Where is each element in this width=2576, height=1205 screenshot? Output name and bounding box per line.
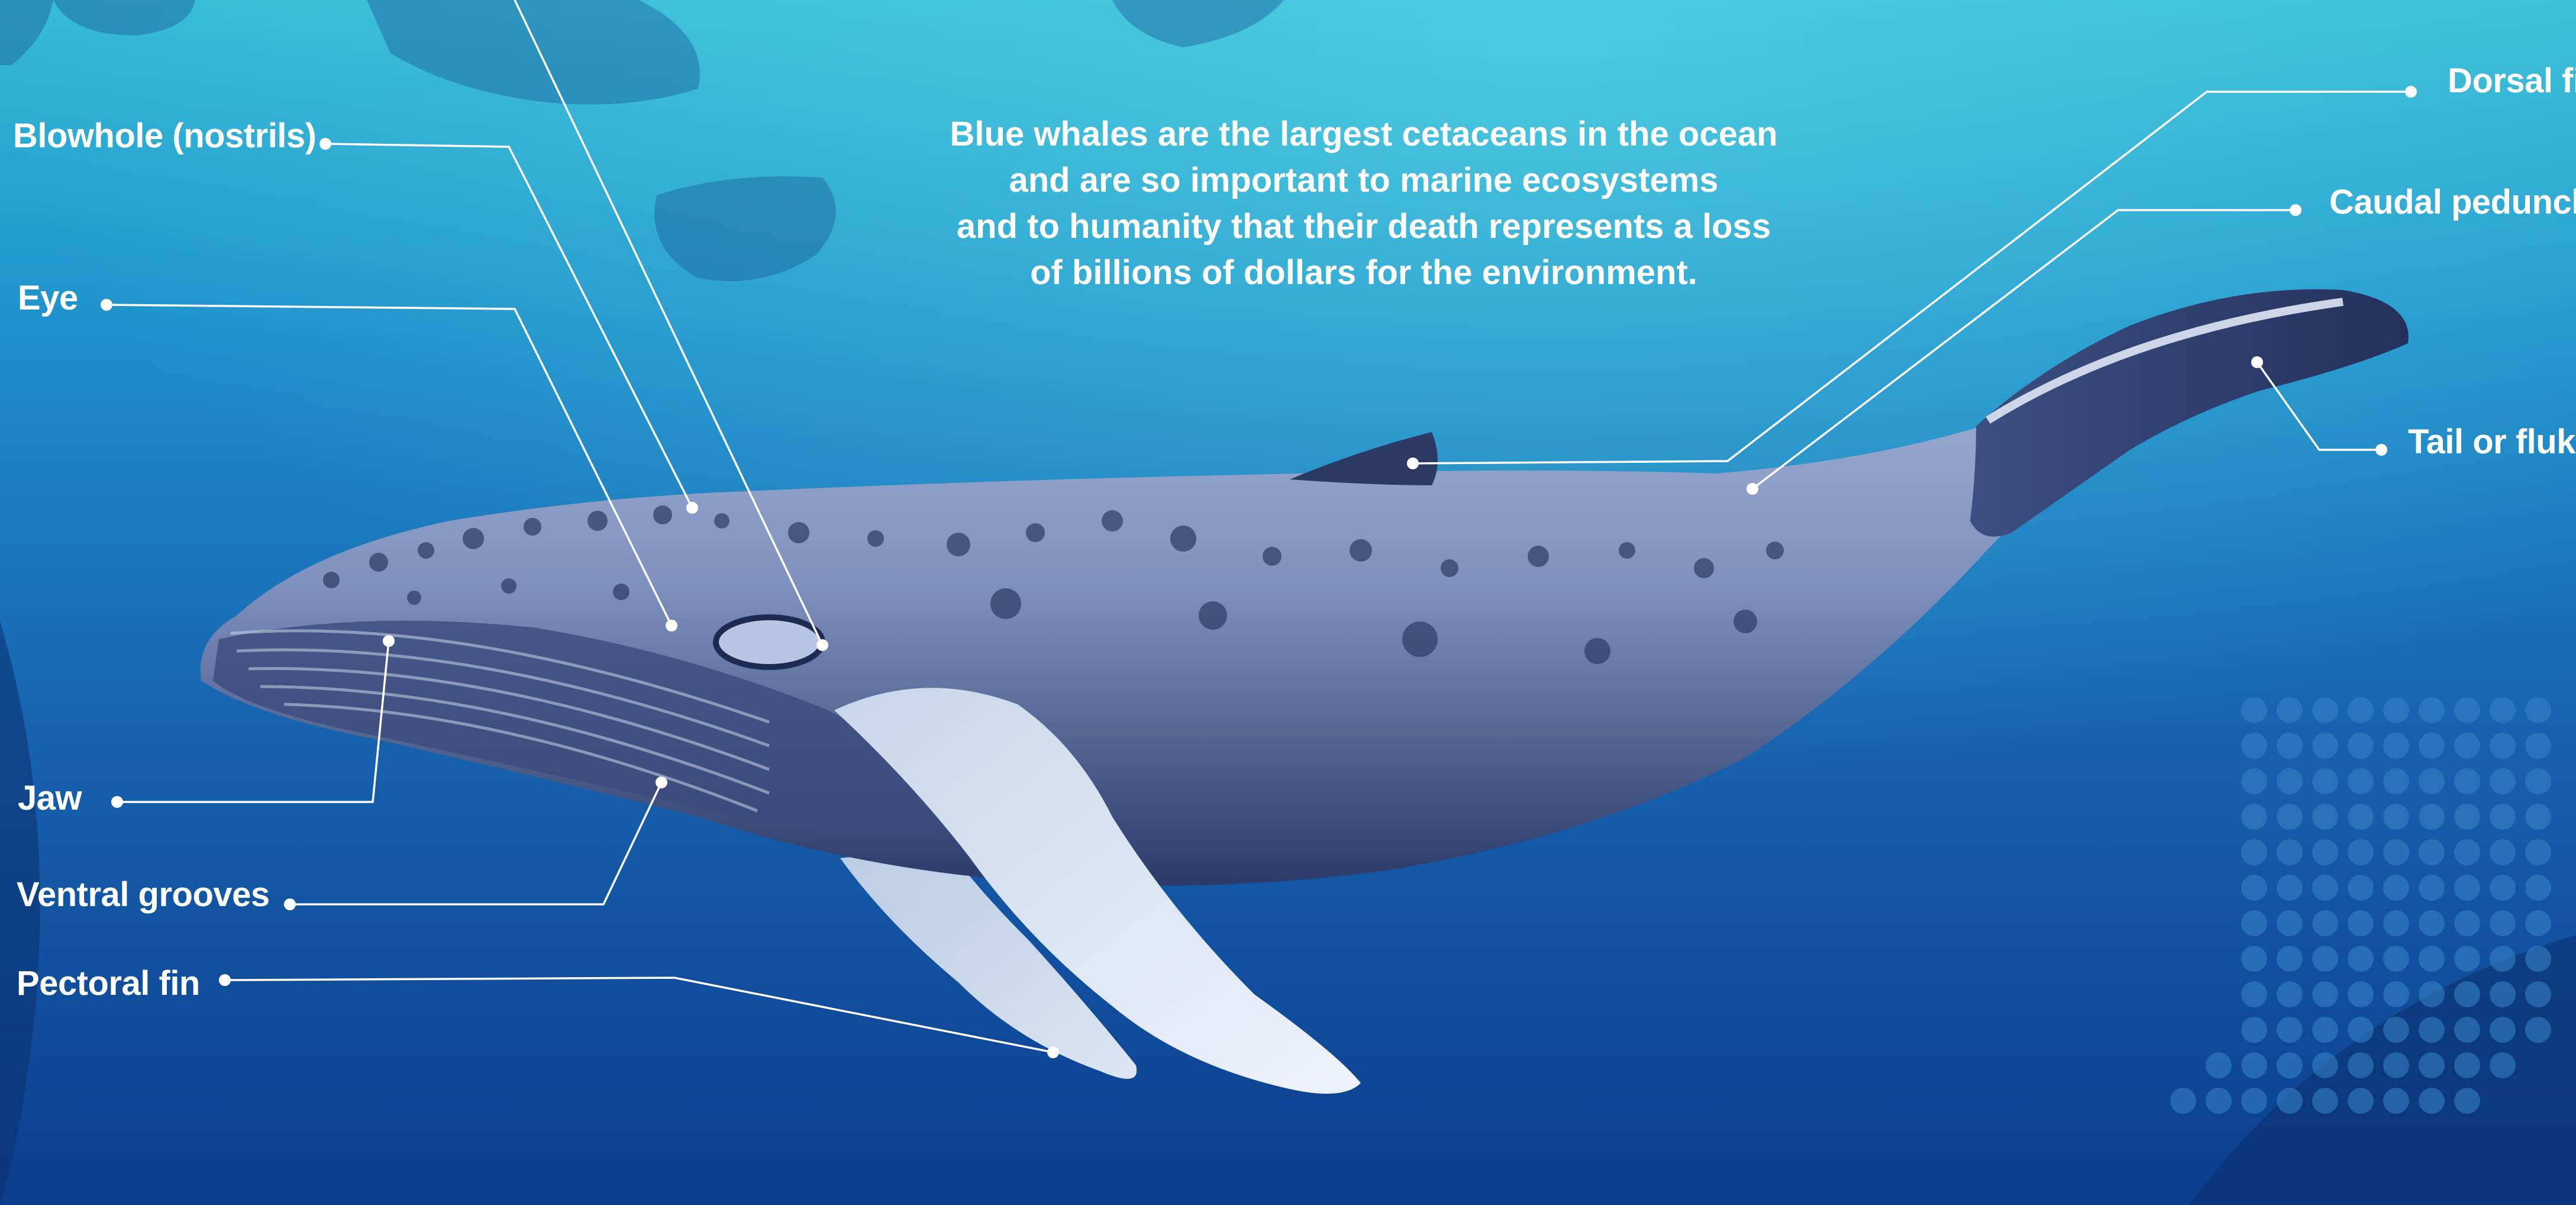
leader-eye [106, 305, 672, 626]
label-blowhole: Blowhole (nostrils) [13, 119, 317, 153]
label-tail: Tail or fluk [2408, 425, 2575, 459]
leader-top [515, 0, 822, 645]
caption-line-3: and to humanity that their death represe… [923, 204, 1805, 250]
leader-pectoral-fin [225, 978, 1053, 1052]
label-eye: Eye [18, 281, 78, 315]
label-dorsal-fin: Dorsal fi [2448, 64, 2576, 98]
leader-tail [2257, 362, 2381, 450]
leader-ventral-grooves [290, 782, 661, 904]
label-pectoral-fin: Pectoral fin [17, 966, 200, 1001]
leader-caudal-peduncle [1752, 210, 2296, 489]
label-ventral-grooves: Ventral grooves [17, 878, 270, 912]
label-jaw: Jaw [18, 781, 82, 816]
leader-blowhole [325, 144, 692, 508]
label-caudal-peduncle: Caudal peduncl [2329, 185, 2576, 220]
caption-line-4: of billions of dollars for the environme… [923, 250, 1805, 296]
caption-line-2: and are so important to marine ecosystem… [923, 157, 1805, 204]
leader-jaw [117, 641, 389, 802]
caption-line-1: Blue whales are the largest cetaceans in… [923, 111, 1805, 157]
description-caption: Blue whales are the largest cetaceans in… [923, 111, 1805, 296]
